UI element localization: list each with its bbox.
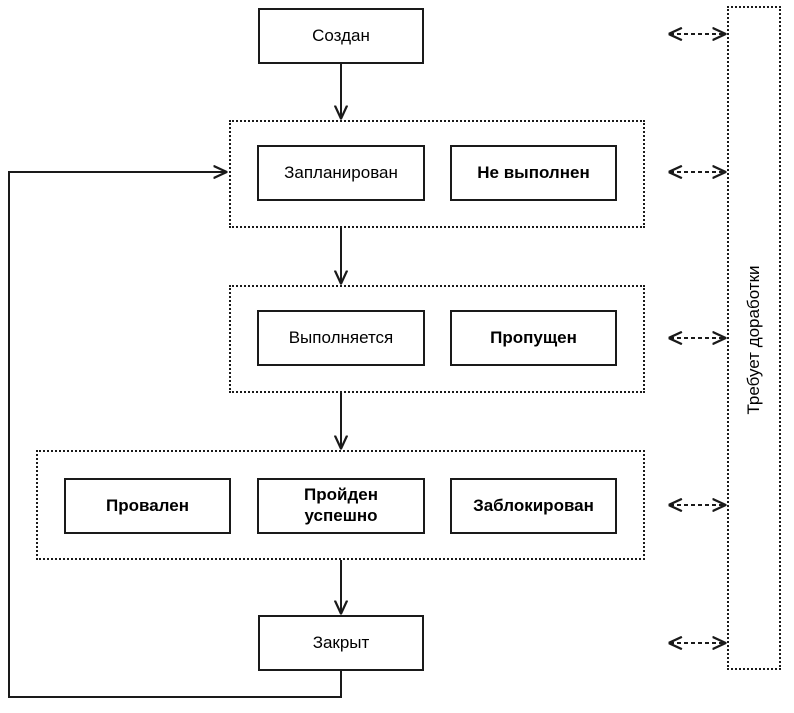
node-passed-line1: Пройден <box>304 485 378 505</box>
node-skipped[interactable]: Пропущен <box>450 310 617 366</box>
node-failed[interactable]: Провален <box>64 478 231 534</box>
rework-label: Требует доработки <box>744 265 763 415</box>
node-planned[interactable]: Запланирован <box>257 145 425 201</box>
node-created[interactable]: Создан <box>258 8 424 64</box>
node-passed-line2: успешно <box>304 506 378 525</box>
node-closed[interactable]: Закрыт <box>258 615 424 671</box>
node-not-executed[interactable]: Не выполнен <box>450 145 617 201</box>
rework-container <box>727 6 781 670</box>
node-passed[interactable]: Пройден успешно <box>257 478 425 534</box>
node-in-progress[interactable]: Выполняется <box>257 310 425 366</box>
node-blocked[interactable]: Заблокирован <box>450 478 617 534</box>
